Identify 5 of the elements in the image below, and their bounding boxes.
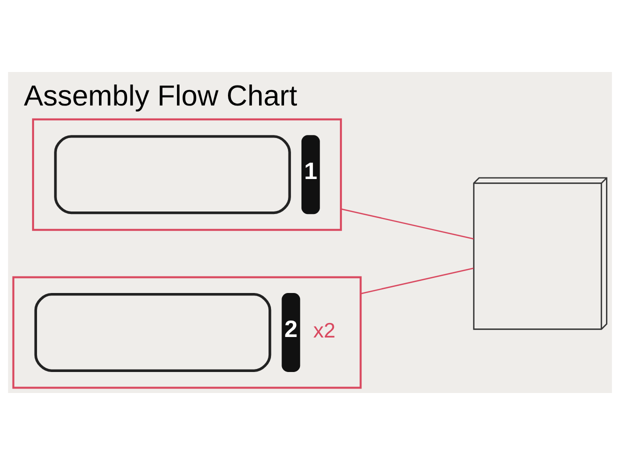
connector <box>340 208 474 240</box>
connector <box>360 268 474 294</box>
diagram-title: Assembly Flow Chart <box>24 80 298 113</box>
node-box: 2 x2 <box>12 276 362 389</box>
node-box: 1 <box>32 118 342 231</box>
